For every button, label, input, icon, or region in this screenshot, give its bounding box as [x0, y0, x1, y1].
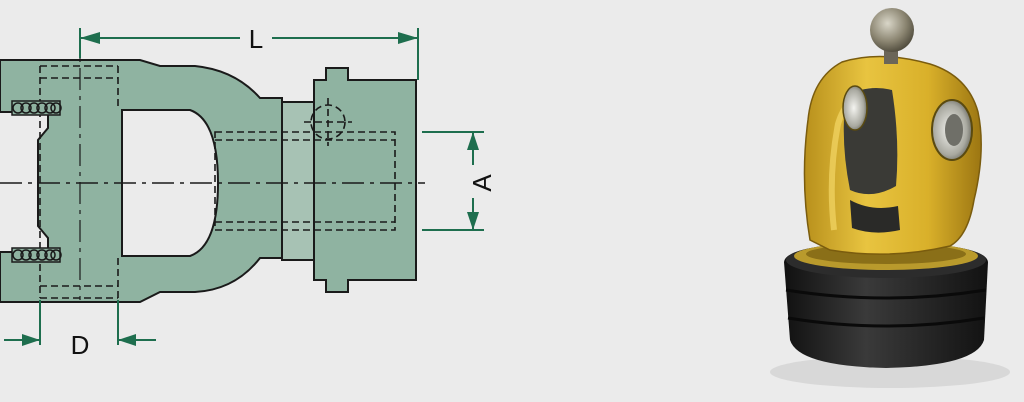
neck-section — [281, 101, 315, 261]
grease-ring-top — [11, 100, 62, 116]
dimension-length — [79, 28, 419, 80]
photo-shadow — [770, 356, 1010, 388]
rubber-seal — [784, 242, 988, 368]
hub-section — [313, 67, 417, 293]
yellow-yoke — [803, 55, 982, 255]
product-photo — [770, 8, 1010, 388]
grease-ring-bottom — [11, 247, 62, 263]
dimension-length-label: L — [249, 24, 263, 54]
bushing-left — [842, 85, 868, 131]
hidden-lines — [39, 65, 396, 299]
dimension-bore-label: A — [467, 174, 497, 192]
dimension-pin-diameter — [4, 300, 156, 346]
yoke-body-outline — [0, 59, 283, 303]
dimension-bore — [422, 131, 484, 231]
technical-drawing: L A D — [0, 24, 497, 360]
grease-nipple-icon — [870, 8, 914, 64]
dimension-pin-diameter-label: D — [71, 330, 90, 360]
